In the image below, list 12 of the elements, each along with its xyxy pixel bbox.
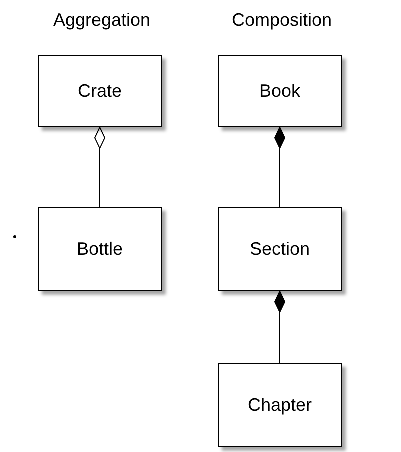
class-box [218, 363, 342, 447]
class-name: Crate [78, 80, 122, 102]
column-heading: Aggregation [53, 10, 151, 31]
class-name: Book [259, 80, 301, 102]
class-name: Section [250, 238, 310, 260]
class-box [38, 207, 162, 291]
class-box [38, 55, 162, 127]
class-name: Chapter [248, 394, 312, 416]
class-box [218, 55, 342, 127]
class-box [218, 207, 342, 291]
class-name: Bottle [76, 238, 124, 260]
column-heading: Composition [232, 10, 332, 31]
